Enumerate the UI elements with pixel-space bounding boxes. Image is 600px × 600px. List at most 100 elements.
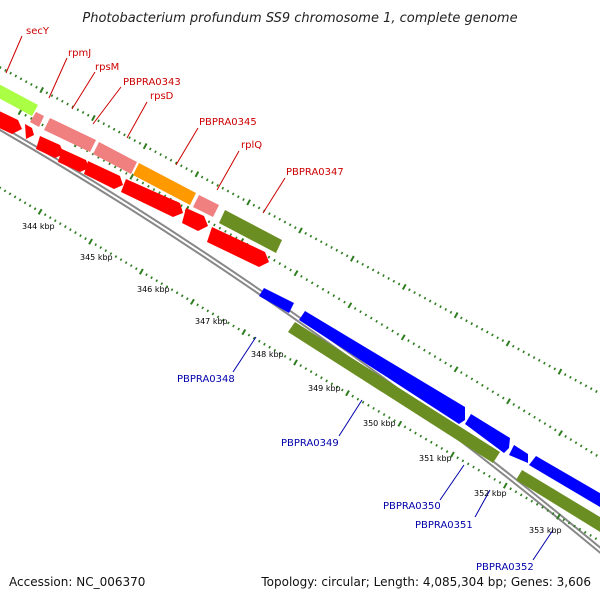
mid-tick xyxy=(481,383,484,387)
mid-tick xyxy=(433,355,437,358)
kbp-label-353: 353 kbp xyxy=(529,526,562,535)
outer-tick xyxy=(91,114,96,122)
gene-red-7[interactable] xyxy=(182,208,208,231)
mid-tick xyxy=(506,398,511,405)
label-PBPRA0351[interactable]: PBPRA0351 xyxy=(415,520,473,531)
outer-tick xyxy=(133,139,137,142)
gene-blue-1[interactable] xyxy=(259,288,294,313)
gene-red-2[interactable] xyxy=(25,124,34,139)
gene-olive-1[interactable] xyxy=(288,322,500,463)
leader-PBPRA0352 xyxy=(532,529,554,561)
kbp-label-347: 347 kbp xyxy=(195,317,228,326)
inner-tick xyxy=(351,394,354,398)
label-PBPRA0345[interactable]: PBPRA0345 xyxy=(199,117,257,128)
gene-blue-2[interactable] xyxy=(299,311,465,424)
leader-PBPRA0347 xyxy=(262,177,286,214)
mid-tick xyxy=(369,316,373,320)
kbp-labels: 344 kbp 345 kbp 346 kbp 347 kbp 348 kbp … xyxy=(22,222,562,535)
label-rpsD[interactable]: rpsD xyxy=(150,91,174,102)
inner-tick xyxy=(456,456,459,460)
leader-PBPRA0343 xyxy=(92,86,122,125)
mid-tick xyxy=(396,332,400,336)
mid-tick xyxy=(579,444,583,448)
inner-tick xyxy=(114,255,118,259)
gene-rpmJ[interactable] xyxy=(30,112,44,127)
outer-tick xyxy=(335,248,339,252)
label-PBPRA0349[interactable]: PBPRA0349 xyxy=(281,438,339,449)
outer-tick xyxy=(361,262,364,266)
gene-rpsM[interactable] xyxy=(44,118,96,152)
gene-red-5[interactable] xyxy=(84,161,123,189)
outer-tick xyxy=(505,340,511,347)
gene-rplQ-olive[interactable] xyxy=(219,210,282,253)
label-PBPRA0347[interactable]: PBPRA0347 xyxy=(286,167,344,178)
inner-tick xyxy=(84,237,87,241)
leader-PBPRA0348 xyxy=(232,336,257,373)
outer-tick xyxy=(532,356,536,359)
mid-tick xyxy=(207,220,211,224)
label-rplQ[interactable]: rplQ xyxy=(241,140,262,151)
outer-tick xyxy=(453,312,459,319)
inner-tick xyxy=(514,490,518,494)
gene-blue-4[interactable] xyxy=(509,445,528,463)
outer-tick xyxy=(149,147,152,151)
mid-tick xyxy=(460,371,463,374)
outer-tick xyxy=(314,237,318,241)
gene-secY[interactable] xyxy=(0,82,38,116)
inner-tick xyxy=(273,348,277,352)
label-PBPRA0350[interactable]: PBPRA0350 xyxy=(383,501,441,512)
gene-red-1[interactable] xyxy=(0,109,22,134)
inner-tick xyxy=(424,437,428,441)
inner-tick xyxy=(356,397,360,401)
label-PBPRA0352[interactable]: PBPRA0352 xyxy=(476,562,534,573)
leader-PBPRA0345 xyxy=(175,127,199,166)
outer-tick xyxy=(86,113,90,117)
kbp-label-350: 350 kbp xyxy=(363,419,396,428)
outer-tick xyxy=(221,186,225,190)
reverse-leader-lines xyxy=(232,336,554,561)
inner-tick xyxy=(393,419,396,423)
gene-blue-3[interactable] xyxy=(465,414,510,453)
gene-red-6[interactable] xyxy=(121,179,183,217)
outer-tick xyxy=(392,279,396,283)
inner-tick xyxy=(299,364,302,367)
inner-tick xyxy=(535,502,539,506)
mid-tick xyxy=(417,345,421,349)
kbp-label-346: 346 kbp xyxy=(137,285,170,294)
forward-gene-labels: secY rpmJ rpsM PBPRA0343 rpsD PBPRA0345 … xyxy=(26,26,344,178)
label-rpsM[interactable]: rpsM xyxy=(95,62,119,73)
mid-tick xyxy=(491,390,495,394)
label-PBPRA0343[interactable]: PBPRA0343 xyxy=(123,77,181,88)
outer-tick xyxy=(205,178,209,182)
label-PBPRA0348[interactable]: PBPRA0348 xyxy=(177,374,235,385)
inner-tick xyxy=(247,333,251,337)
inner-tick xyxy=(48,216,52,220)
inner-tick xyxy=(28,204,32,208)
mid-tick xyxy=(119,168,122,172)
outer-tick xyxy=(309,234,313,238)
inner-tick xyxy=(252,336,256,340)
label-secY[interactable]: secY xyxy=(26,26,50,37)
gene-rpsD-orange[interactable] xyxy=(133,163,196,205)
gene-red-4[interactable] xyxy=(58,149,89,172)
leader-PBPRA0349 xyxy=(338,399,363,437)
gene-PBPRA0345[interactable] xyxy=(193,195,219,217)
label-rpmJ[interactable]: rpmJ xyxy=(68,48,91,59)
outer-tick xyxy=(350,255,355,262)
mid-tick xyxy=(538,418,542,422)
gene-blue-5[interactable] xyxy=(529,456,600,510)
outer-tick xyxy=(356,260,359,263)
inner-tick xyxy=(206,309,210,313)
gene-red-3[interactable] xyxy=(36,136,64,158)
accession-text: Accession: NC_006370 xyxy=(9,575,145,589)
mid-tick xyxy=(300,274,303,278)
inner-tick xyxy=(320,376,323,380)
outer-tick xyxy=(480,327,484,331)
inner-tick xyxy=(241,329,247,336)
gene-olive-2[interactable] xyxy=(516,470,600,535)
outer-tick xyxy=(50,94,54,98)
gene-PBPRA0343[interactable] xyxy=(93,142,137,174)
outer-tick xyxy=(345,254,349,258)
forward-leader-lines xyxy=(5,35,286,214)
gene-red-8[interactable] xyxy=(207,227,269,267)
